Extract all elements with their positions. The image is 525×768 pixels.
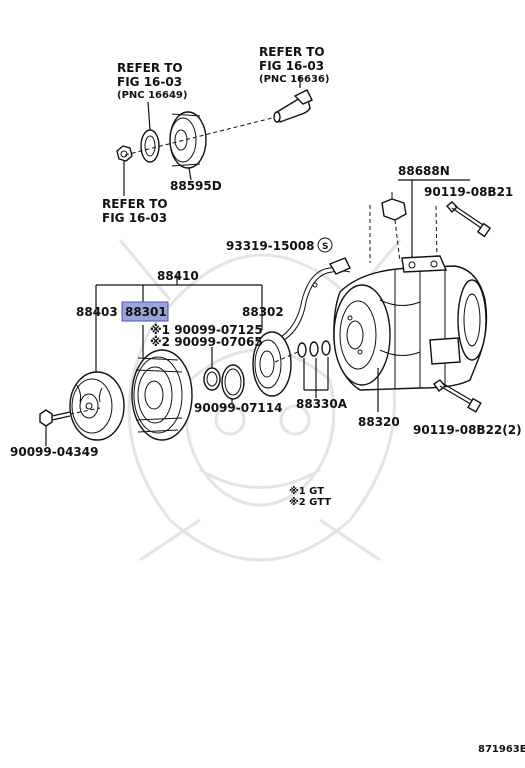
bracket-88410 [95, 275, 263, 372]
bolt-90099-04349[interactable] [39, 409, 71, 446]
bolt-dash-upper [435, 205, 438, 263]
snap-ring-90099-07125[interactable] [203, 367, 221, 391]
idler-shaft[interactable] [273, 76, 313, 123]
wire-harness-93319-15008[interactable] [261, 257, 351, 349]
label-88320: 88320 [358, 415, 400, 429]
label-88688N: 88688N [398, 164, 450, 178]
figure-id: 871963E [478, 744, 525, 755]
label-93319-15008: 93319-15008 [226, 239, 314, 253]
label-90119-08B22: 90119-08B22(2) [413, 423, 522, 437]
svg-text:FIG 16-03: FIG 16-03 [117, 75, 182, 89]
clutch-hub-88403[interactable] [69, 371, 125, 441]
label-circle-s: S [322, 242, 328, 252]
label-refer-1: REFER TO FIG 16-03 (PNC 16649) [117, 61, 187, 101]
label-refer-2: REFER TO FIG 16-03 (PNC 16636) [259, 45, 329, 85]
label-88410: 88410 [157, 269, 199, 283]
variant-notes: ※1 GT ※2 GTT [289, 485, 331, 508]
pulley-88301[interactable] [131, 349, 193, 441]
shims-88330A[interactable] [297, 340, 331, 358]
svg-text:FIG 16-03: FIG 16-03 [259, 59, 324, 73]
bracket-dash-right [394, 219, 401, 263]
bracket-88688N[interactable] [381, 192, 407, 221]
svg-text:※2 GTT: ※2 GTT [289, 496, 331, 508]
label-90099-04349: 90099-04349 [10, 445, 98, 459]
svg-text:REFER TO: REFER TO [117, 61, 183, 75]
circle-s-icon [317, 237, 333, 253]
label-88302: 88302 [242, 305, 284, 319]
bolt-90119-08B21[interactable] [446, 201, 492, 238]
stator-88302[interactable] [252, 331, 292, 397]
label-90119-08B21: 90119-08B21 [424, 185, 513, 199]
highlight-88301 [121, 301, 169, 322]
label-refer-3: REFER TO FIG 16-03 [102, 197, 168, 225]
svg-text:(PNC 16636): (PNC 16636) [259, 74, 329, 85]
label-88330A: 88330A [296, 397, 348, 411]
svg-text:※1 GT: ※1 GT [289, 485, 324, 497]
assembly-axis-upper [124, 115, 281, 156]
axis-dash-stator [274, 350, 301, 363]
washer-ring[interactable] [140, 101, 160, 163]
axis-dash-bolt [69, 407, 101, 415]
label-88301[interactable]: 88301 [125, 305, 167, 319]
svg-text:REFER TO: REFER TO [259, 45, 325, 59]
svg-text:REFER TO: REFER TO [102, 197, 168, 211]
label-90099-07125: ※1 90099-07125 [150, 323, 263, 337]
snap-ring-90099-07114[interactable] [221, 364, 245, 400]
label-88595D: 88595D [170, 179, 222, 193]
label-90099-07065: ※2 90099-07065 [150, 335, 263, 349]
label-90099-07114: 90099-07114 [194, 401, 282, 415]
label-88403: 88403 [76, 305, 118, 319]
compressor-88320[interactable] [333, 255, 488, 391]
svg-text:FIG 16-03: FIG 16-03 [102, 211, 167, 225]
pulley-nut-group [116, 145, 133, 196]
bolt-90119-08B22[interactable] [433, 379, 482, 413]
svg-text:(PNC 16649): (PNC 16649) [117, 90, 187, 101]
pulley-88595D[interactable] [169, 111, 207, 181]
bracket-88330A [303, 357, 329, 398]
